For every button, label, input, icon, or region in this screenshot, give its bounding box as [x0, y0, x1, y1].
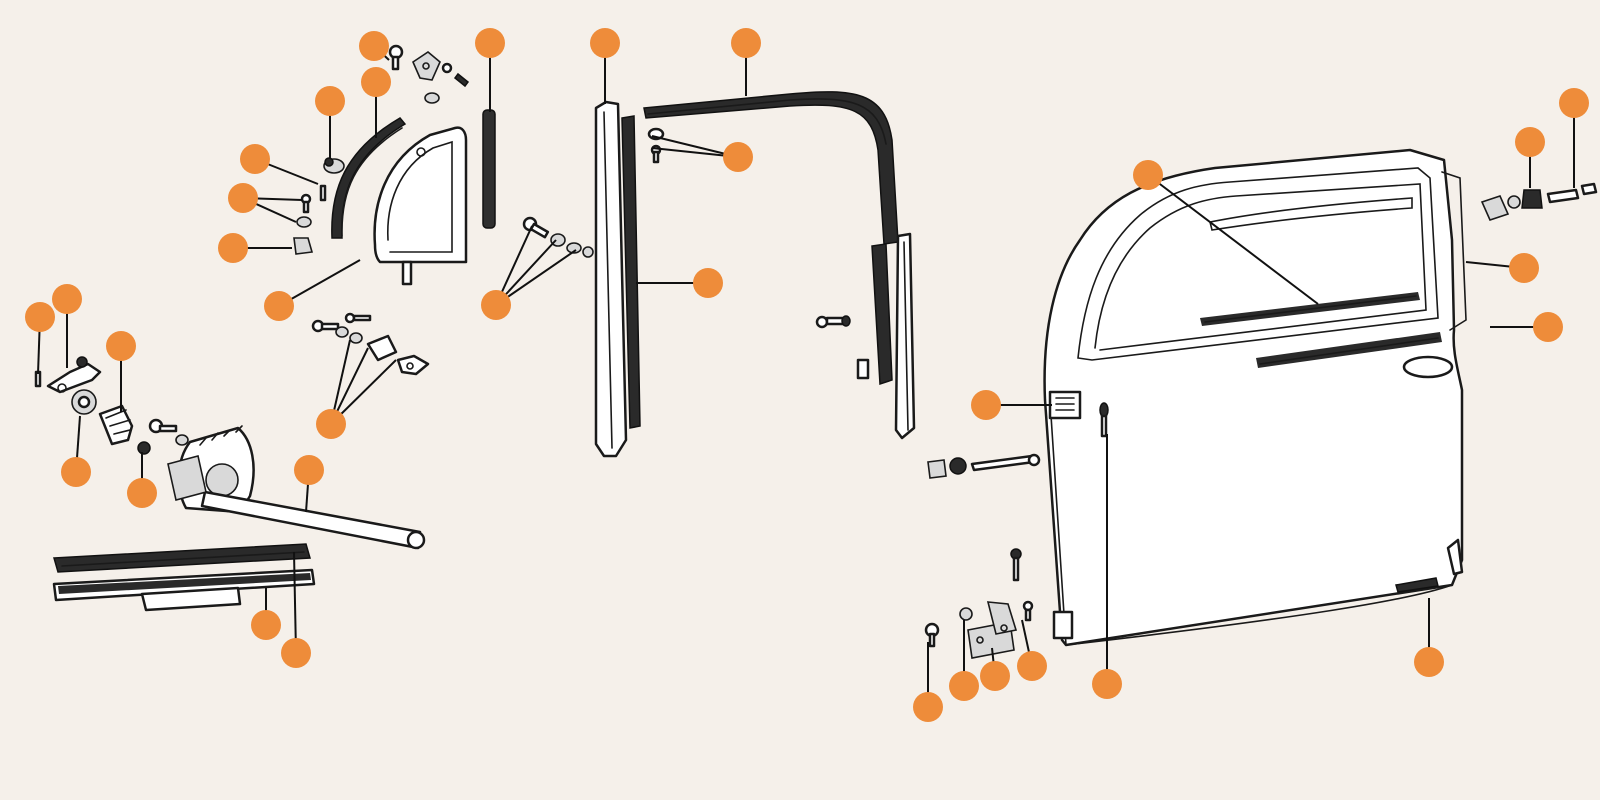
callout-marker-28[interactable]: [971, 390, 1001, 420]
leader-line: [495, 249, 577, 306]
callout-marker-18[interactable]: [127, 478, 157, 508]
callout-marker-34[interactable]: [913, 692, 943, 722]
callout-marker-14[interactable]: [52, 284, 82, 314]
callout-marker-6[interactable]: [315, 86, 345, 116]
callout-markers: [25, 28, 1589, 722]
callout-marker-13[interactable]: [481, 290, 511, 320]
callout-marker-33[interactable]: [949, 671, 979, 701]
leader-line: [278, 259, 361, 307]
callout-marker-27[interactable]: [1533, 312, 1563, 342]
callout-marker-5[interactable]: [361, 67, 391, 97]
callout-marker-22[interactable]: [281, 638, 311, 668]
callout-marker-7[interactable]: [240, 144, 270, 174]
callout-marker-19[interactable]: [316, 409, 346, 439]
callout-marker-21[interactable]: [251, 610, 281, 640]
vertical-seal-strip: [482, 109, 496, 229]
vent-wing-small-parts: [293, 44, 470, 255]
window-guide-rails: [52, 543, 316, 612]
callout-marker-23[interactable]: [1133, 160, 1163, 190]
callout-marker-9[interactable]: [218, 233, 248, 263]
callout-marker-20[interactable]: [294, 455, 324, 485]
callout-marker-24[interactable]: [1559, 88, 1589, 118]
callout-marker-11[interactable]: [723, 142, 753, 172]
callout-marker-3[interactable]: [590, 28, 620, 58]
upper-window-seal: [643, 91, 899, 386]
leader-line: [293, 551, 297, 654]
window-regulator: [137, 425, 426, 550]
callout-marker-8[interactable]: [228, 183, 258, 213]
callout-marker-16[interactable]: [106, 331, 136, 361]
callout-marker-17[interactable]: [61, 457, 91, 487]
callout-marker-10[interactable]: [264, 291, 294, 321]
vent-wing-assembly: [331, 117, 468, 286]
leader-lines: [37, 43, 1575, 707]
callout-marker-15[interactable]: [25, 302, 55, 332]
leader-line: [1147, 174, 1319, 305]
callout-marker-12[interactable]: [693, 268, 723, 298]
callout-marker-32[interactable]: [980, 661, 1010, 691]
door-small-parts: [924, 182, 1598, 659]
callout-marker-4[interactable]: [731, 28, 761, 58]
channel-small-parts: [522, 127, 851, 329]
callout-marker-2[interactable]: [475, 28, 505, 58]
leader-line: [330, 359, 397, 425]
callout-marker-25[interactable]: [1515, 127, 1545, 157]
callout-marker-31[interactable]: [1017, 651, 1047, 681]
regulator-small-parts: [34, 312, 430, 446]
front-window-channel: [594, 100, 641, 458]
callout-marker-1[interactable]: [359, 31, 389, 61]
callout-marker-26[interactable]: [1509, 253, 1539, 283]
callout-marker-30[interactable]: [1092, 669, 1122, 699]
callout-marker-29[interactable]: [1414, 647, 1444, 677]
door-shell: [1043, 148, 1467, 647]
rear-window-channel: [856, 232, 916, 440]
